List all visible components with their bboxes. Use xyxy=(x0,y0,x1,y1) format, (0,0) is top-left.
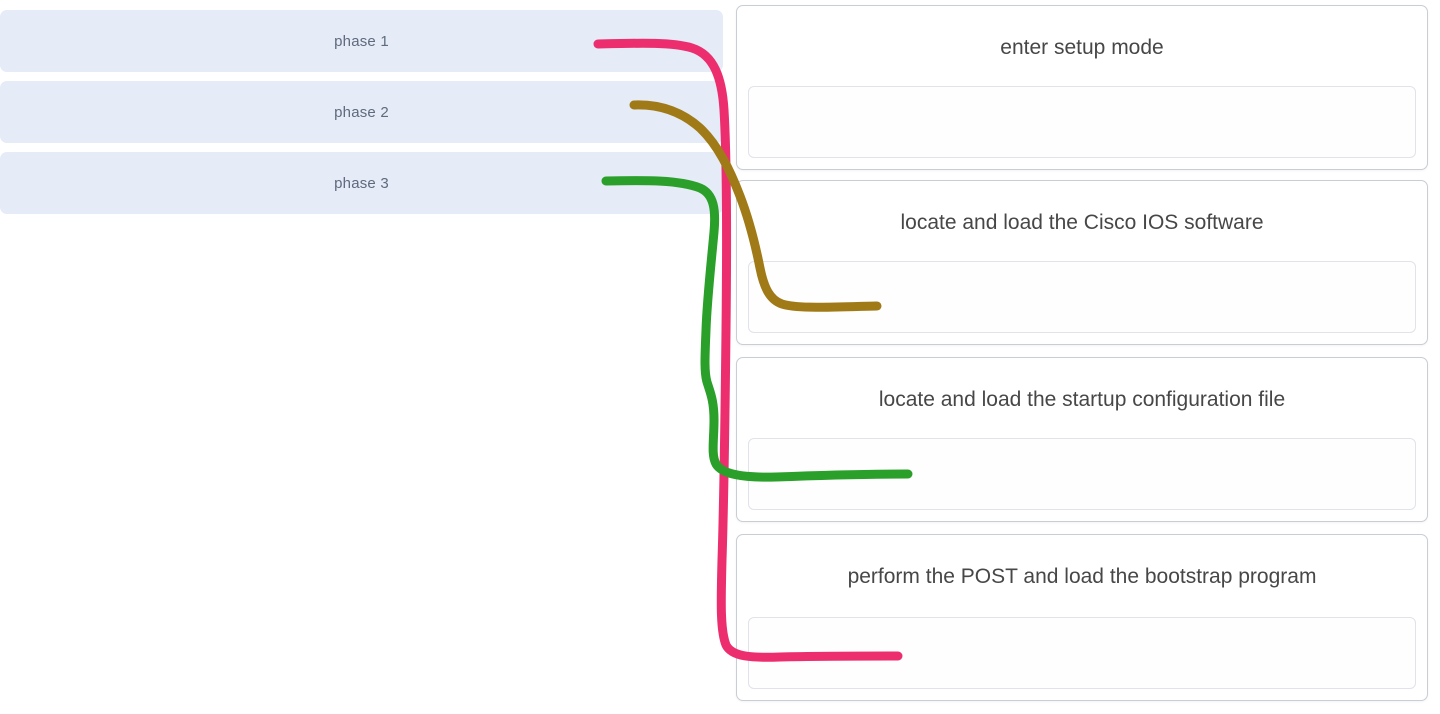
phase-tile-label: phase 2 xyxy=(334,103,389,121)
target-card-load-ios-software[interactable]: locate and load the Cisco IOS software xyxy=(736,180,1428,345)
target-card-post-bootstrap[interactable]: perform the POST and load the bootstrap … xyxy=(736,534,1428,701)
target-card-load-startup-config[interactable]: locate and load the startup configuratio… xyxy=(736,357,1428,522)
drop-zone-load-startup-config[interactable] xyxy=(748,438,1416,510)
drop-zone-enter-setup-mode[interactable] xyxy=(748,86,1416,158)
target-card-title: locate and load the Cisco IOS software xyxy=(900,211,1264,234)
drop-zone-post-bootstrap[interactable] xyxy=(748,617,1416,689)
phase-source-column: phase 1 phase 2 phase 3 xyxy=(0,0,724,220)
phase-tile-label: phase 3 xyxy=(334,174,389,192)
target-cards-column: enter setup mode locate and load the Cis… xyxy=(736,0,1432,714)
target-card-title: locate and load the startup configuratio… xyxy=(878,388,1286,411)
phase-tile-3[interactable]: phase 3 xyxy=(0,152,723,214)
target-card-title: perform the POST and load the bootstrap … xyxy=(847,565,1317,588)
phase-tile-1[interactable]: phase 1 xyxy=(0,10,723,72)
target-card-enter-setup-mode[interactable]: enter setup mode xyxy=(736,5,1428,170)
drop-zone-load-ios-software[interactable] xyxy=(748,261,1416,333)
phase-tile-2[interactable]: phase 2 xyxy=(0,81,723,143)
phase-tile-label: phase 1 xyxy=(334,32,389,50)
target-card-title: enter setup mode xyxy=(1000,36,1164,59)
